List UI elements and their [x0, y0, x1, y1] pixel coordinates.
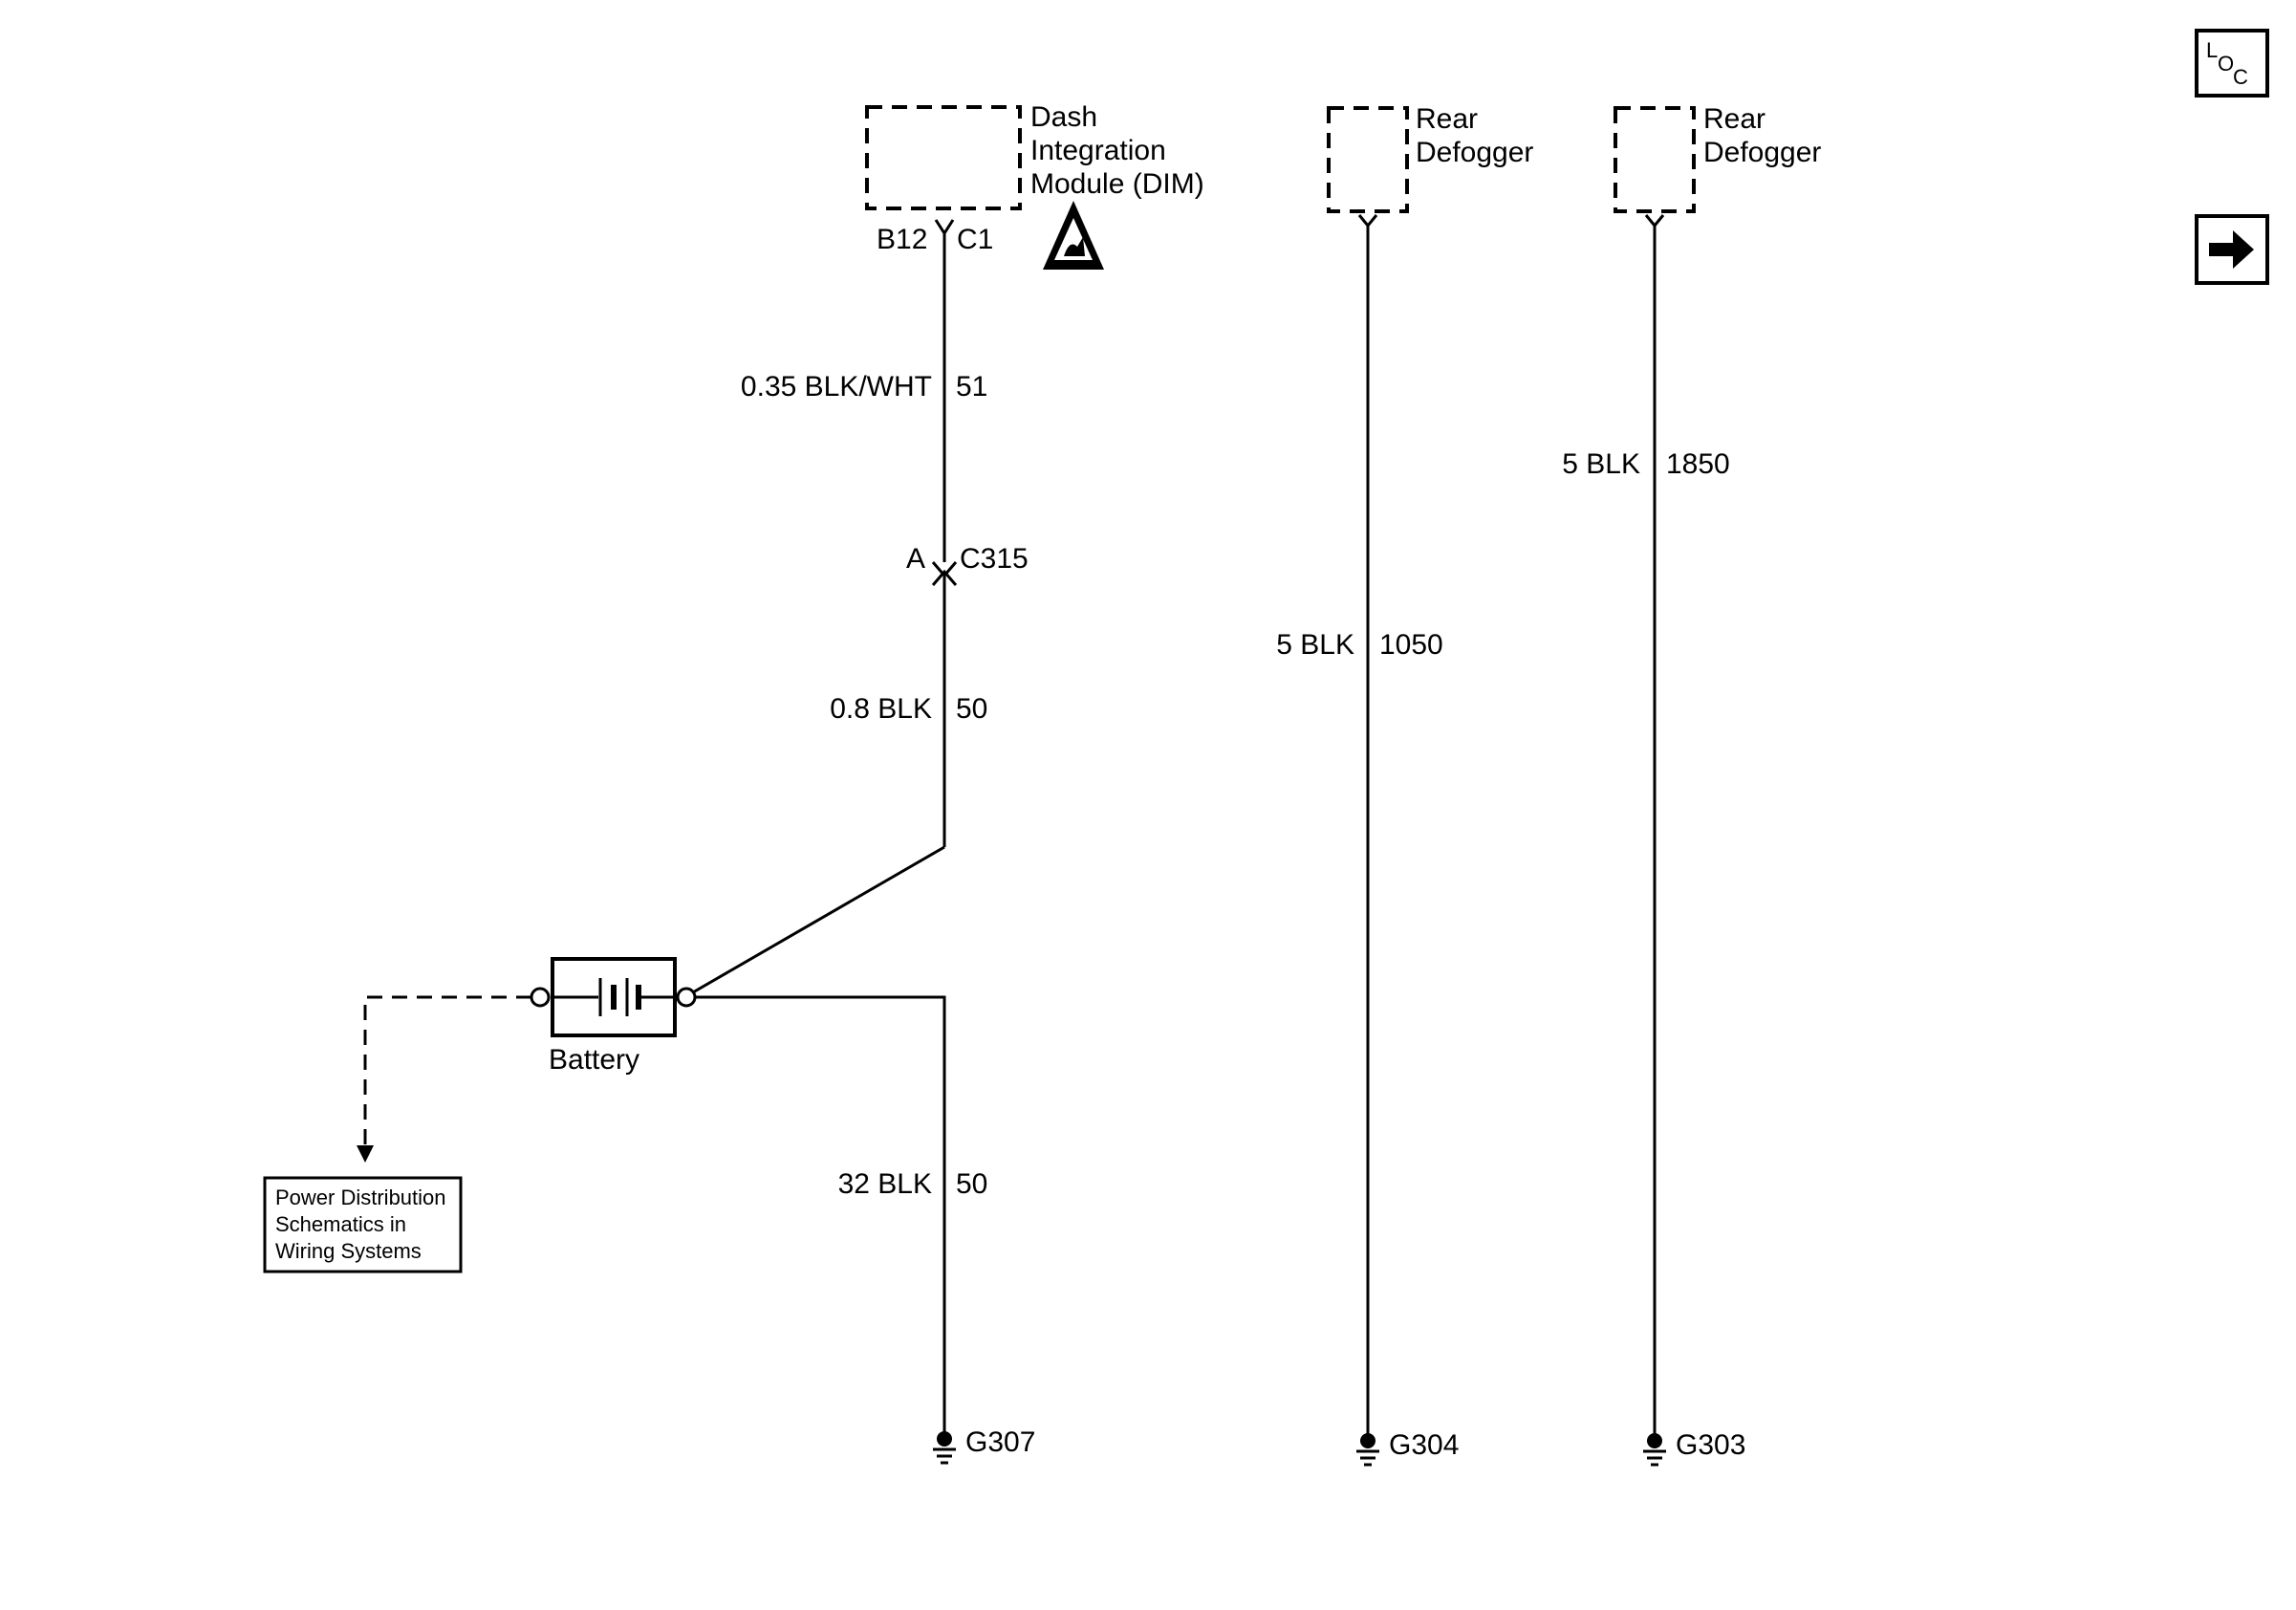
rear-defogger-2-terminal: [1644, 214, 1665, 228]
battery-ground-lower-circuit: 50: [956, 1168, 987, 1200]
battery-positive-terminal: [676, 987, 697, 1008]
reference-arrow-icon: [357, 1145, 374, 1163]
ground-g307-label: G307: [965, 1426, 1035, 1458]
battery-ground-upper-size-color: 0.8 BLK: [830, 693, 932, 725]
rear-defogger-1-line1: Rear: [1416, 103, 1478, 135]
dim-name-line2: Integration: [1030, 135, 1166, 166]
ground-g304-label: G304: [1389, 1429, 1459, 1461]
arrow-right-icon: [2209, 230, 2254, 269]
defogger-1-wire-circuit: 1050: [1379, 629, 1443, 661]
rear-defogger-1-terminal: [1357, 214, 1378, 228]
battery: Battery: [530, 957, 697, 1076]
battery-label: Battery: [549, 1044, 639, 1076]
defogger-1-wire-size-color: 5 BLK: [1276, 629, 1354, 661]
loc-letter-o: O: [2218, 52, 2234, 76]
esd-warning-icon: [1043, 201, 1104, 270]
loc-letter-c: C: [2233, 65, 2248, 89]
power-distribution-reference[interactable]: Power Distribution Schematics in Wiring …: [263, 1176, 463, 1273]
dim-connector-label: C1: [957, 224, 993, 255]
reference-line2: Schematics in: [275, 1212, 406, 1236]
dim-name-line3: Module (DIM): [1030, 168, 1204, 200]
ground-g304: G304: [1356, 1429, 1459, 1467]
dim-module-box: [865, 105, 1022, 210]
dim-pin-label: B12: [877, 224, 927, 255]
loc-letter-l: L: [2206, 38, 2218, 62]
power-distribution-reference-line: [363, 995, 531, 1147]
rear-defogger-2: Rear Defogger: [1614, 103, 1821, 228]
battery-negative-terminal: [530, 987, 551, 1008]
battery-ground-lower-wire: [695, 995, 946, 1436]
loc-button[interactable]: L O C: [2195, 29, 2269, 98]
dim-wire-circuit: 51: [956, 371, 987, 402]
defogger-2-wire-size-color: 5 BLK: [1562, 448, 1640, 480]
next-page-button[interactable]: [2195, 214, 2269, 285]
rear-defogger-1: Rear Defogger: [1327, 103, 1533, 228]
rear-defogger-1-box: [1327, 106, 1409, 213]
rear-defogger-2-line1: Rear: [1703, 103, 1765, 135]
ground-g307: G307: [933, 1426, 1035, 1465]
rear-defogger-1-line2: Defogger: [1416, 137, 1533, 168]
dim-pin-terminal: [934, 219, 955, 236]
dim-module: Dash Integration Module (DIM) B12 C1: [865, 101, 1204, 255]
dim-wire-size-color: 0.35 BLK/WHT: [741, 371, 932, 402]
c315-connector: A C315: [906, 543, 1029, 586]
c315-pin-label: A: [906, 543, 925, 575]
reference-line1: Power Distribution: [275, 1186, 446, 1209]
rear-defogger-2-box: [1614, 106, 1696, 213]
battery-ground-lower-size-color: 32 BLK: [838, 1168, 932, 1200]
rear-defogger-2-line2: Defogger: [1703, 137, 1821, 168]
dim-name-line1: Dash: [1030, 101, 1097, 133]
defogger-2-wire-circuit: 1850: [1666, 448, 1730, 480]
battery-ground-upper-circuit: 50: [956, 693, 987, 725]
reference-box[interactable]: [263, 1176, 463, 1273]
reference-line3: Wiring Systems: [275, 1239, 422, 1263]
ground-g303-label: G303: [1676, 1429, 1745, 1461]
c315-connector-label: C315: [960, 543, 1029, 575]
battery-ground-diagonal-wire: [685, 845, 945, 998]
ground-g303: G303: [1643, 1429, 1745, 1467]
